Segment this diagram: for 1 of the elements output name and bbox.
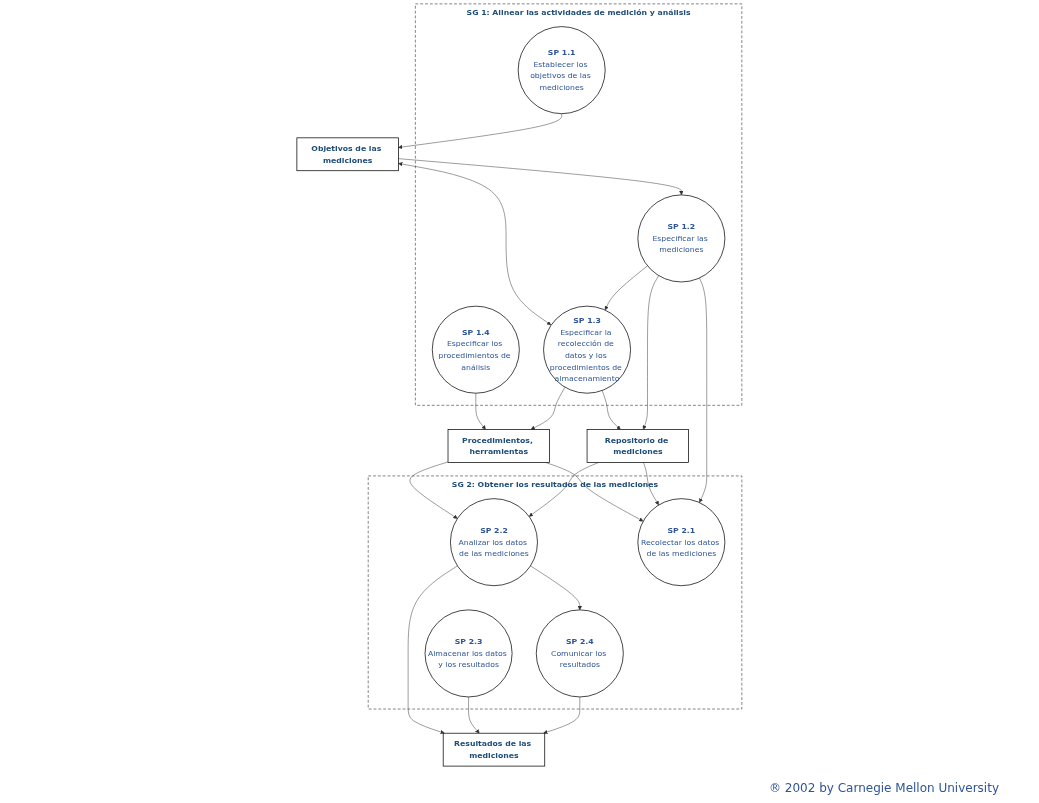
copyright-note: ® 2002 by Carnegie Mellon University — [769, 781, 999, 795]
